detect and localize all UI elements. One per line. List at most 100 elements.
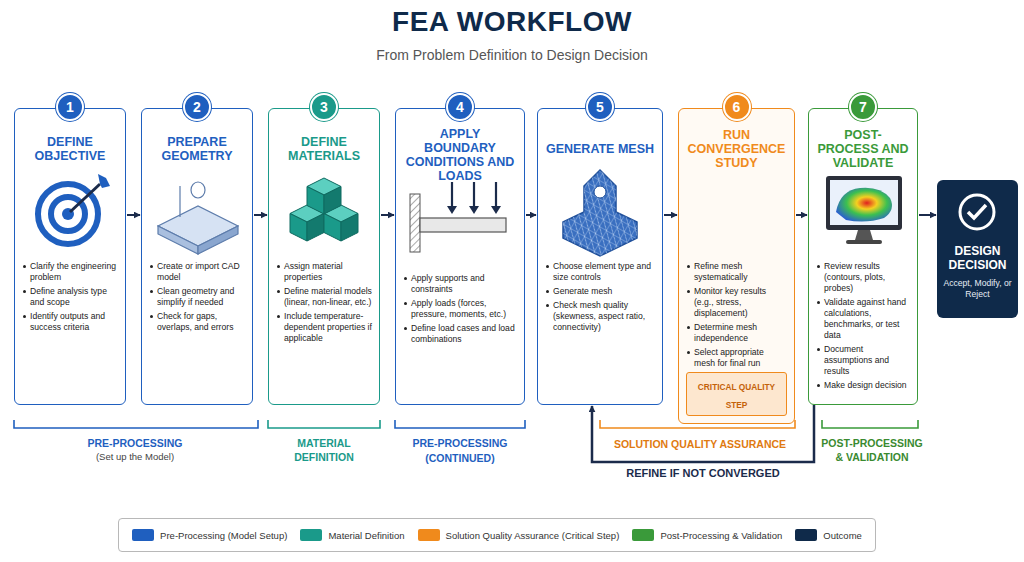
bullet-text: Define analysis type and scope <box>30 286 118 308</box>
bullet-text: Refine mesh systematically <box>694 261 787 283</box>
legend-item: Material Definition <box>300 529 404 541</box>
process-box: POST-PROCESS AND VALIDATE Review results … <box>808 108 918 405</box>
bullet-dot <box>23 290 26 293</box>
step-number: 1 <box>66 100 74 114</box>
group-label: POST-PROCESSING & VALIDATION <box>820 436 924 464</box>
bullet-dot <box>150 290 153 293</box>
bullet-dot <box>404 327 407 330</box>
step-title: DEFINE MATERIALS <box>276 127 372 171</box>
critical-badge: CRITICAL QUALITY STEP <box>686 372 787 416</box>
icon-space <box>816 171 910 261</box>
edge-label: REFINE IF NOT CONVERGED <box>583 467 823 479</box>
group-label: SOLUTION QUALITY ASSURANCE <box>595 437 805 451</box>
decision-ground <box>937 180 1018 318</box>
bullet-dot <box>817 348 820 351</box>
icon-space <box>686 171 787 261</box>
icon-space <box>276 171 372 261</box>
process-box: DEFINE MATERIALS Assign material properti… <box>268 108 380 405</box>
bullet-row: Define analysis type and scope <box>22 286 118 308</box>
cad-part-icon <box>158 182 238 254</box>
bullet-text: Include temperature-dependent properties… <box>284 311 372 344</box>
bullet-text: Define material models (linear, non-line… <box>284 286 372 308</box>
badge-text: CRITICAL QUALITY STEP <box>698 382 775 410</box>
diagram-title: FEA WORKFLOW <box>0 6 1024 38</box>
step-title: APPLY BOUNDARY CONDITIONS AND LOADS <box>403 127 517 183</box>
bullet-text: Define load cases and load combinations <box>411 323 517 345</box>
step-number: 5 <box>596 100 604 114</box>
bullet-text: Identify outputs and success criteria <box>30 311 118 333</box>
step-number-circle: 1 <box>56 93 84 121</box>
legend-text: Solution Quality Assurance (Critical Ste… <box>446 530 620 541</box>
legend-text: Post-Processing & Validation <box>660 530 782 541</box>
process-box: PREPARE GEOMETRYCreate or import CAD mod… <box>141 108 253 405</box>
legend-item: Post-Processing & Validation <box>632 529 782 541</box>
bullet-row: Document assumptions and results <box>816 344 910 377</box>
step-number: 4 <box>456 100 464 114</box>
bullet-row: Monitor key results (e.g., stress, displ… <box>686 286 787 319</box>
bullet-dot <box>404 277 407 280</box>
legend-text: Material Definition <box>328 530 404 541</box>
legend-text: Pre-Processing (Model Setup) <box>160 530 287 541</box>
legend-swatch <box>632 529 654 541</box>
group-label: PRE-PROCESSING <box>380 436 540 450</box>
legend-item: Solution Quality Assurance (Critical Ste… <box>418 529 620 541</box>
process-box: APPLY BOUNDARY CONDITIONS AND LOADS Apply… <box>395 108 525 405</box>
legend-item: Outcome <box>795 529 862 541</box>
step-title: RUN CONVERGENCE STUDY <box>686 127 787 171</box>
step-title: POST-PROCESS AND VALIDATE <box>816 127 910 171</box>
bullet-dot <box>546 290 549 293</box>
bullet-dot <box>817 384 820 387</box>
bullet-row: Assign material properties <box>276 261 372 283</box>
icon-space <box>149 171 245 261</box>
step-number-circle: 4 <box>446 93 474 121</box>
bullet-row: Refine mesh systematically <box>686 261 787 283</box>
bullet-row: Define load cases and load combinations <box>403 323 517 345</box>
process-box: GENERATE MESH Choose element type and siz… <box>537 108 663 405</box>
step-number: 3 <box>320 100 328 114</box>
bullet-row: Check mesh quality (skewness, aspect rat… <box>545 300 655 333</box>
bullet-row: Select appropriate mesh for final run <box>686 347 787 369</box>
bullet-text: Assign material properties <box>284 261 372 283</box>
bullet-text: Create or import CAD model <box>157 261 245 283</box>
bullet-text: Review results (contours, plots, probes) <box>824 261 910 294</box>
group-label: (CONTINUED) <box>380 451 540 465</box>
flow-arrow <box>127 214 140 216</box>
bullet-row: Clarify the engineering problem <box>22 261 118 283</box>
bullet-dot <box>687 326 690 329</box>
bullet-dot <box>687 290 690 293</box>
step-number-circle: 7 <box>849 93 877 121</box>
flow-arrow <box>526 214 536 216</box>
beam-load-icon <box>410 182 506 252</box>
bullet-text: Document assumptions and results <box>824 344 910 377</box>
step-number: 2 <box>193 100 201 114</box>
legend-box: Pre-Processing (Model Setup) Material Def… <box>118 518 876 552</box>
flow-arrow <box>919 214 936 216</box>
legend-swatch <box>418 529 440 541</box>
bullet-dot <box>687 351 690 354</box>
bullet-dot <box>23 265 26 268</box>
bullet-text: Validate against hand calculations, benc… <box>824 297 910 341</box>
step-title: GENERATE MESH <box>545 127 655 171</box>
group-label: PRE-PROCESSING <box>35 436 235 450</box>
bullet-row: Determine mesh independence <box>686 322 787 344</box>
bullet-dot <box>817 301 820 304</box>
bullet-dot <box>687 265 690 268</box>
bullet-row: Identify outputs and success criteria <box>22 311 118 333</box>
bullet-dot <box>817 265 820 268</box>
bullet-dot <box>150 265 153 268</box>
outcome-title: DESIGN DECISION <box>941 244 1014 272</box>
legend-swatch <box>132 529 154 541</box>
results-monitor-icon <box>826 176 902 244</box>
legend-item: Pre-Processing (Model Setup) <box>132 529 287 541</box>
bullet-text: Determine mesh independence <box>694 322 787 344</box>
bullet-dot <box>150 315 153 318</box>
outcome-box: DESIGN DECISIONAccept, Modify, or Reject <box>937 180 1018 318</box>
bullet-text: Apply supports and constraints <box>411 273 517 295</box>
bullet-row: Validate against hand calculations, benc… <box>816 297 910 341</box>
bullet-dot <box>23 315 26 318</box>
flow-arrow <box>254 214 267 216</box>
bullet-text: Choose element type and size controls <box>553 261 655 283</box>
process-box: DEFINE OBJECTIVE Clarify the engineering … <box>14 108 126 405</box>
step-title: DEFINE OBJECTIVE <box>22 127 118 171</box>
bullet-text: Check mesh quality (skewness, aspect rat… <box>553 300 655 333</box>
